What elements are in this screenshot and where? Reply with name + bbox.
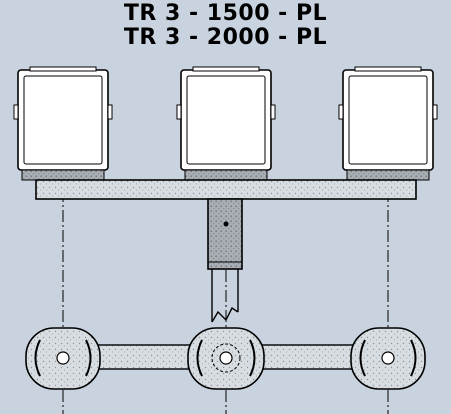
pole-sleeve <box>207 198 243 270</box>
floodlight-left <box>13 66 113 181</box>
floodlight-right <box>338 66 438 181</box>
crossarm-bar <box>35 179 417 200</box>
plate-middle <box>187 327 265 390</box>
model-line-2: TR 3 - 2000 - PL <box>123 25 328 50</box>
plate-right <box>350 327 426 390</box>
product-title: TR 3 - 1500 - PL TR 3 - 2000 - PL <box>0 2 451 50</box>
floodlight-middle <box>176 66 276 181</box>
model-line-1: TR 3 - 1500 - PL <box>123 1 328 26</box>
mounting-plate-plan <box>25 327 426 390</box>
pole-section <box>211 269 239 323</box>
plate-left <box>25 327 101 390</box>
